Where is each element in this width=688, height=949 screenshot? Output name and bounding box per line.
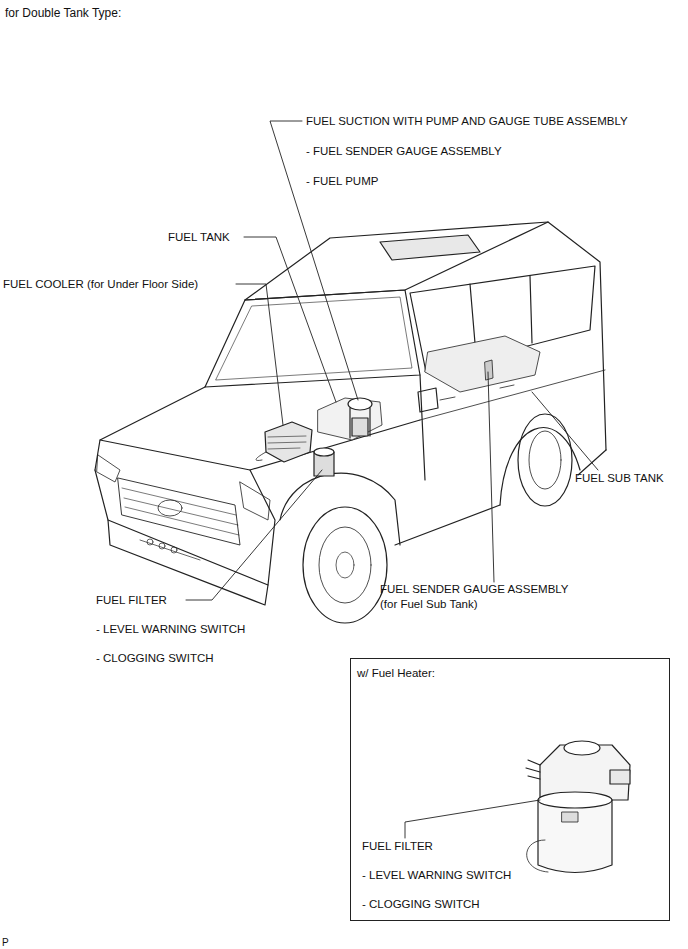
part-label: FUEL SUCTION WITH PUMP AND GAUGE TUBE AS… xyxy=(306,114,628,128)
part-label: - CLOGGING SWITCH xyxy=(362,897,480,911)
part-label: - FUEL PUMP xyxy=(306,174,378,188)
part-label: FUEL FILTER xyxy=(96,593,167,607)
part-label: FUEL COOLER (for Under Floor Side) xyxy=(3,277,198,291)
inset-heading: w/ Fuel Heater: xyxy=(357,666,435,680)
figure-code: P xyxy=(2,936,9,949)
part-label: FUEL SUB TANK xyxy=(575,471,664,485)
part-label: - LEVEL WARNING SWITCH xyxy=(362,868,511,882)
part-label: FUEL FILTER xyxy=(362,839,433,853)
part-label: FUEL SENDER GAUGE ASSEMBLY xyxy=(380,582,569,596)
part-label: - CLOGGING SWITCH xyxy=(96,651,214,665)
diagram-title: for Double Tank Type: xyxy=(5,6,121,20)
part-label: - LEVEL WARNING SWITCH xyxy=(96,622,245,636)
inset-box: w/ Fuel Heater: FUEL FILTER - LEVEL WARNIN… xyxy=(350,658,670,921)
part-note: (for Fuel Sub Tank) xyxy=(380,597,478,611)
part-label: FUEL TANK xyxy=(168,230,230,244)
part-label: - FUEL SENDER GAUGE ASSEMBLY xyxy=(306,144,502,158)
